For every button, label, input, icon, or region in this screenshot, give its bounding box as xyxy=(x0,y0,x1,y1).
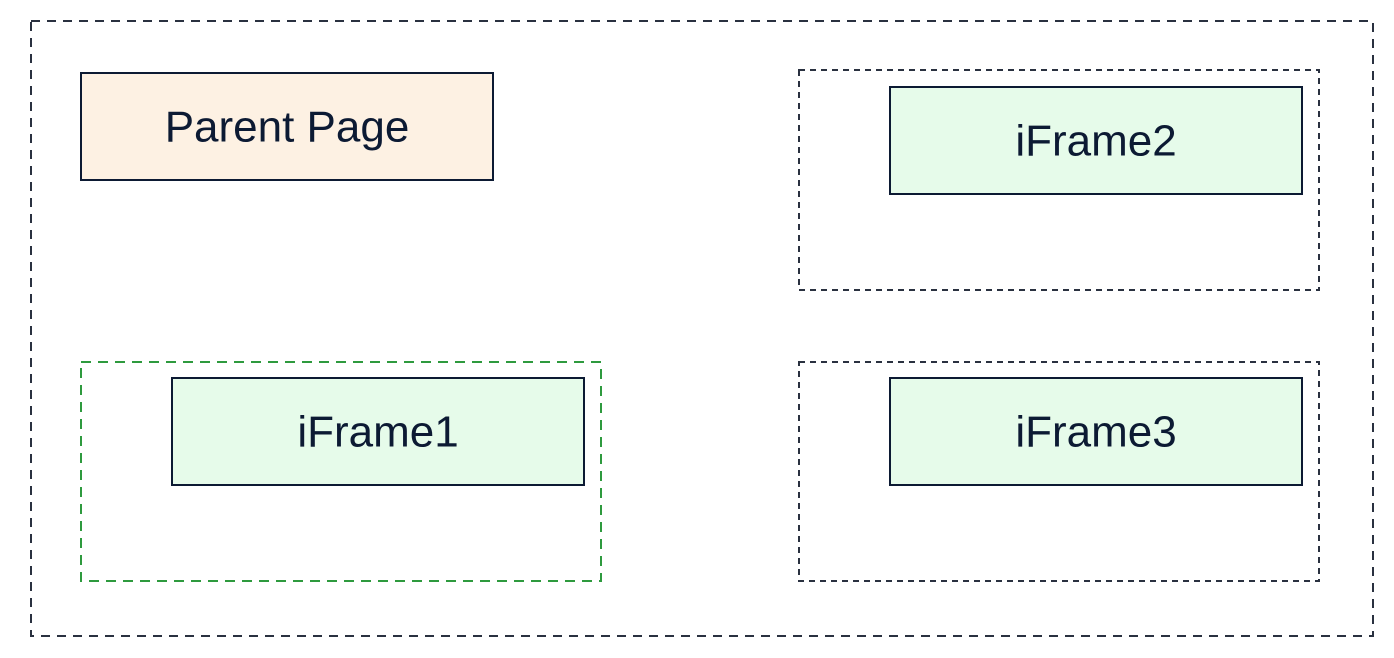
iframe1-label: iFrame1 xyxy=(297,408,458,457)
iframe3-container: iFrame3 xyxy=(798,361,1320,582)
iframe1-box xyxy=(171,377,585,486)
parent-page-node: Parent Page xyxy=(80,72,494,181)
iframe2-box xyxy=(889,86,1303,195)
iframe3-box xyxy=(889,377,1303,486)
iframe2-boundary xyxy=(798,69,1320,291)
iframe1-boundary xyxy=(80,361,602,582)
iframe1-container: iFrame1 xyxy=(80,361,602,582)
iframe2-label: iFrame2 xyxy=(1015,117,1176,166)
iframe3-boundary xyxy=(798,361,1320,582)
parent-page-boundary xyxy=(30,20,1374,637)
parent-page-box xyxy=(80,72,494,181)
iframe2-container: iFrame2 xyxy=(798,69,1320,291)
iframe3-label: iFrame3 xyxy=(1015,408,1176,457)
parent-page-label: Parent Page xyxy=(165,103,410,152)
